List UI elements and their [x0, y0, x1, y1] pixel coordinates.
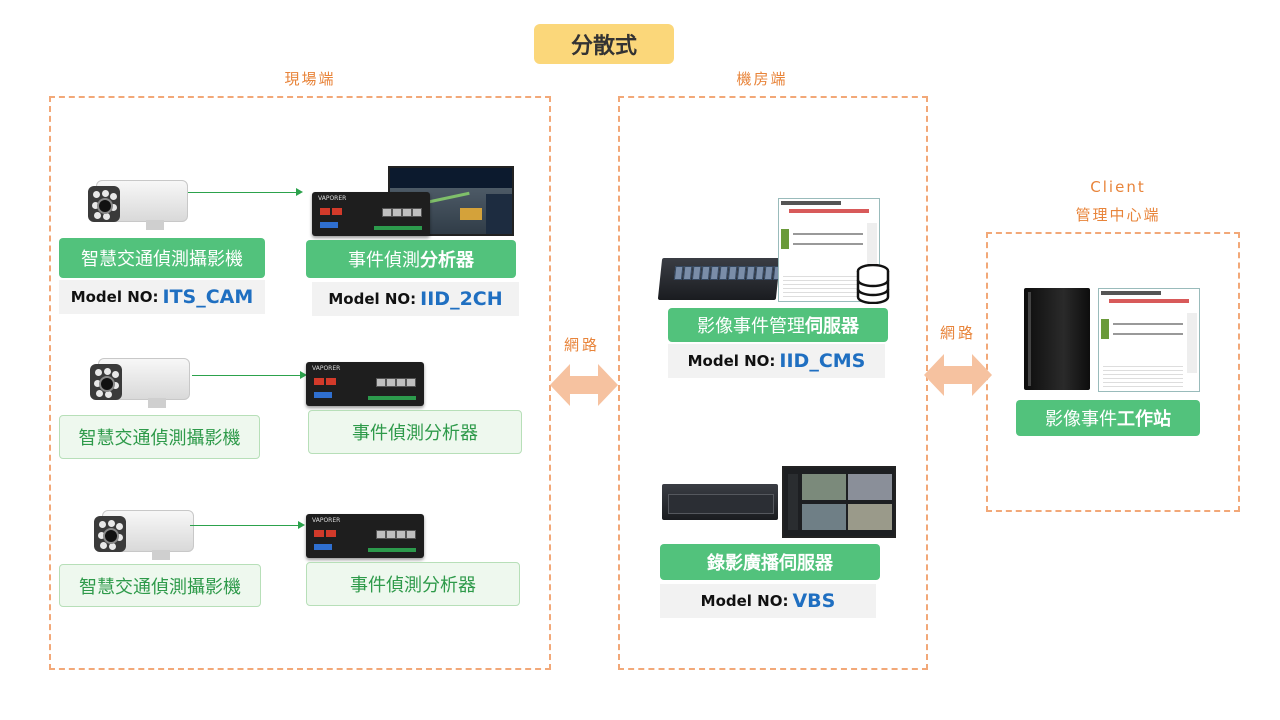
camera-label-box: 智慧交通偵測攝影機 — [59, 564, 261, 607]
vbs-server-icon — [662, 484, 778, 520]
analyzer-label-box: 事件偵測分析器 — [306, 562, 520, 606]
camera-model-value: ITS_CAM — [162, 286, 254, 308]
analyzer-model-box: Model NO: IID_2CH — [312, 282, 519, 316]
device-brand: VAPORER — [318, 195, 347, 202]
analyzer-label-box: 事件偵測分析器 — [306, 240, 516, 278]
workstation-label-part-b: 工作站 — [1117, 409, 1171, 430]
vbs-label-box: 錄影廣播伺服器 — [660, 544, 880, 580]
analyzer-label-part-b: 分析器 — [420, 250, 474, 271]
connection-arrow — [190, 525, 298, 526]
diagram-title: 分散式 — [534, 24, 674, 64]
double-arrow-icon — [550, 364, 618, 406]
cms-label-box: 影像事件管理伺服器 — [668, 308, 888, 342]
cms-label-part-a: 影像事件管理 — [697, 316, 805, 337]
network-label: 網路 — [940, 324, 977, 342]
camera-label-box: 智慧交通偵測攝影機 — [59, 415, 260, 459]
workstation-tower-icon — [1024, 288, 1090, 390]
network-label: 網路 — [564, 336, 601, 354]
double-arrow-icon — [924, 354, 992, 396]
device-brand: VAPORER — [312, 365, 341, 372]
arrow-head-icon — [300, 371, 307, 379]
analyzer-model-value: IID_2CH — [420, 288, 503, 310]
vbs-model-value: VBS — [792, 590, 836, 612]
arrow-head-icon — [298, 521, 305, 529]
camera-icon — [94, 506, 194, 562]
analyzer-device-icon: VAPORER — [306, 514, 424, 558]
zone-label-client-line2: 管理中心端 — [1075, 206, 1161, 224]
database-icon — [856, 264, 890, 304]
camera-icon — [88, 176, 188, 232]
cms-model-value: IID_CMS — [779, 350, 866, 372]
model-prefix: Model NO: — [700, 592, 789, 610]
cms-model-box: Model NO: IID_CMS — [668, 344, 885, 378]
zone-label-room: 機房端 — [736, 70, 788, 88]
workstation-label-part-a: 影像事件 — [1045, 409, 1117, 430]
vbs-model-box: Model NO: VBS — [660, 584, 876, 618]
zone-label-field: 現場端 — [284, 70, 336, 88]
camera-icon — [90, 354, 190, 410]
zone-label-client-line1: Client — [1090, 178, 1146, 196]
room-zone — [618, 96, 928, 670]
analyzer-label-part-a: 事件偵測 — [348, 250, 420, 271]
analyzer-device-icon: VAPORER — [312, 192, 430, 236]
model-prefix: Model NO: — [328, 290, 417, 308]
model-prefix: Model NO: — [687, 352, 776, 370]
analyzer-label-box: 事件偵測分析器 — [308, 410, 522, 454]
cms-app-screenshot — [778, 198, 880, 302]
camera-label-box: 智慧交通偵測攝影機 — [59, 238, 265, 278]
connection-arrow — [192, 375, 300, 376]
camera-model-box: Model NO: ITS_CAM — [59, 280, 265, 314]
device-brand: VAPORER — [312, 517, 341, 524]
cms-server-icon — [657, 258, 783, 300]
analyzer-device-icon: VAPORER — [306, 362, 424, 406]
cms-label-part-b: 伺服器 — [805, 316, 859, 337]
field-zone — [49, 96, 551, 670]
workstation-label-box: 影像事件工作站 — [1016, 400, 1200, 436]
workstation-app-screenshot — [1098, 288, 1200, 392]
vbs-video-wall — [782, 466, 896, 538]
arrow-head-icon — [296, 188, 303, 196]
model-prefix: Model NO: — [70, 288, 159, 306]
connection-arrow — [188, 192, 296, 193]
